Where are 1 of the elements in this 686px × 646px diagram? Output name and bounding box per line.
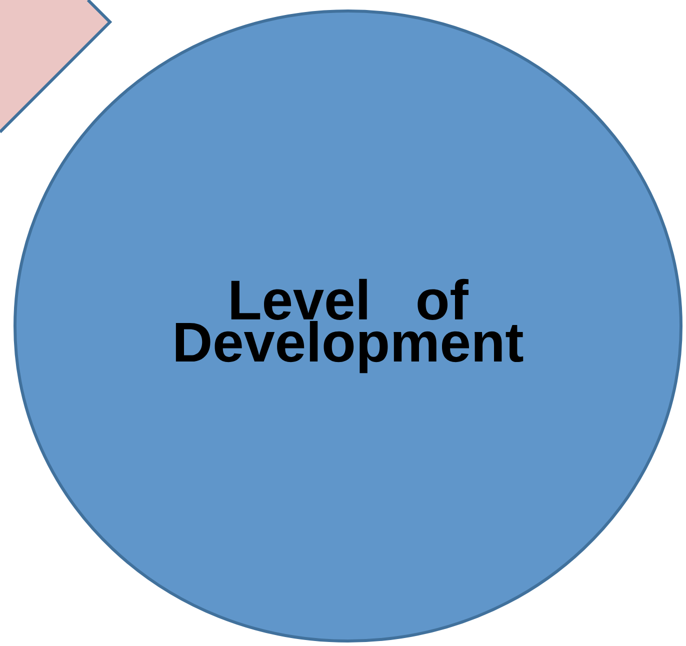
- diamond-shape: [0, 0, 112, 134]
